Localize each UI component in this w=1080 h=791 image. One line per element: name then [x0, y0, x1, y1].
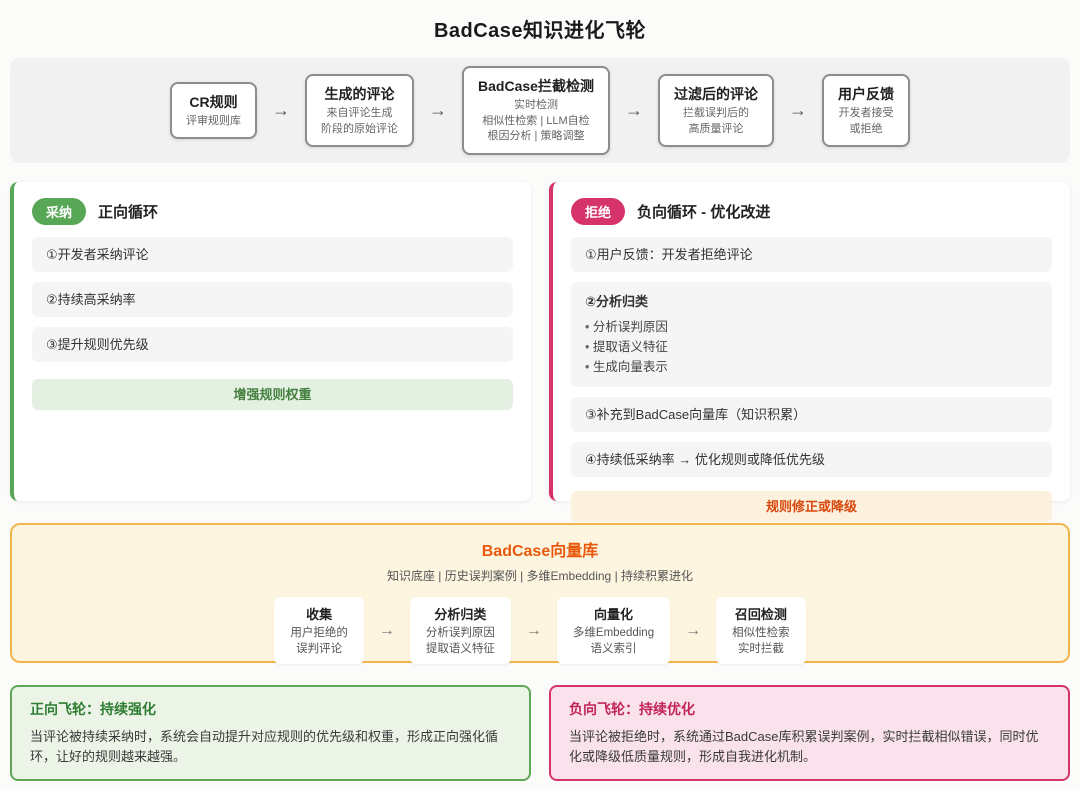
list-item: ②持续高采纳率: [32, 282, 513, 317]
negative-note-body: 当评论被拒绝时，系统通过BadCase库积累误判案例，实时拦截相似错误，同时优化…: [569, 729, 1039, 765]
flow-node-line: 开发者接受: [838, 107, 894, 120]
negative-note-title: 负向飞轮：持续优化: [569, 701, 695, 717]
arrow-right-icon: →: [788, 100, 807, 120]
top-flow-band: CR规则 评审规则库 → 生成的评论 来自评论生成 阶段的原始评论 → BadC…: [10, 58, 1070, 163]
list-item: ④持续低采纳率 → 优化规则或降低优先级: [571, 441, 1052, 477]
vector-node-title: 召回检测: [734, 607, 787, 622]
list-item: ③提升规则优先级: [32, 327, 513, 362]
vector-library-flow: 收集 用户拒绝的 误判评论 → 分析归类 分析误判原因 提取语义特征 → 向量化…: [26, 597, 1054, 665]
vector-node-line: 相似性检索: [732, 627, 790, 639]
flow-node-line: 评审规则库: [186, 114, 242, 127]
analysis-item-title: ②分析归类: [585, 294, 649, 309]
flow-node-title: 过滤后的评论: [673, 86, 758, 103]
flow-node-line: 拦截误判后的: [682, 107, 749, 120]
middle-row: 采纳 正向循环 ①开发者采纳评论 ②持续高采纳率 ③提升规则优先级 增强规则权重…: [10, 182, 1070, 522]
flow-node-filtered-comments: 过滤后的评论 拦截误判后的 高质量评论: [657, 74, 774, 147]
flow-node-badcase-detection: BadCase拦截检测 实时检测 相似性检索 | LLM自检 根因分析 | 策略…: [462, 66, 610, 155]
flow-node-line: 根因分析 | 策略调整: [487, 130, 585, 143]
flow-node-line: 实时检测: [513, 99, 558, 112]
vector-node-line: 多维Embedding: [572, 627, 655, 639]
vector-node-title: 向量化: [593, 607, 633, 622]
flow-node-title: 生成的评论: [324, 86, 395, 103]
list-item: ③补充到BadCase向量库（知识积累）: [571, 396, 1052, 432]
list-item: ①用户反馈：开发者拒绝评论: [571, 237, 1052, 272]
negative-panel-title: 负向循环 - 优化改进: [637, 204, 771, 221]
negative-cycle-panel: 拒绝 负向循环 - 优化改进 ①用户反馈：开发者拒绝评论 ②分析归类 分析误判原…: [549, 182, 1070, 522]
flow-node-line: 高质量评论: [688, 122, 744, 135]
vector-node-line: 误判评论: [296, 643, 343, 656]
enhance-rule-weight-bar: 增强规则权重: [32, 379, 513, 410]
vector-library-subtitle: 知识底座 | 历史误判案例 | 多维Embedding | 持续积累进化: [386, 569, 694, 583]
flow-node-user-feedback: 用户反馈 开发者接受 或拒绝: [821, 74, 910, 147]
accept-badge: 采纳: [32, 198, 87, 225]
badcase-vector-library-panel: BadCase向量库 知识底座 | 历史误判案例 | 多维Embedding |…: [10, 523, 1070, 665]
arrow-right-icon: →: [624, 100, 643, 120]
negative-panel-header: 拒绝 负向循环 - 优化改进: [571, 198, 1052, 225]
list-item: ①开发者采纳评论: [32, 237, 513, 272]
arrow-right-icon: →: [525, 621, 542, 639]
flow-node-line: 阶段的原始评论: [321, 122, 399, 135]
vector-node-line: 提取语义特征: [425, 643, 495, 656]
vector-node-vectorize: 向量化 多维Embedding 语义索引: [556, 597, 671, 665]
positive-cycle-panel: 采纳 正向循环 ①开发者采纳评论 ②持续高采纳率 ③提升规则优先级 增强规则权重: [10, 182, 531, 501]
positive-panel-title: 正向循环: [98, 204, 159, 221]
vector-node-title: 收集: [306, 607, 333, 622]
flow-node-generated-comments: 生成的评论 来自评论生成 阶段的原始评论: [305, 74, 415, 147]
analysis-bullet-list: 分析误判原因 提取语义特征 生成向量表示: [585, 317, 1038, 377]
arrow-right-icon: →: [429, 100, 448, 120]
positive-note-body: 当评论被持续采纳时，系统会自动提升对应规则的优先级和权重，形成正向强化循环，让好…: [30, 729, 499, 765]
arrow-right-icon: →: [272, 100, 291, 120]
analysis-classification-item: ②分析归类 分析误判原因 提取语义特征 生成向量表示: [571, 282, 1052, 387]
flow-node-title: BadCase拦截检测: [478, 78, 594, 95]
flow-node-title: CR规则: [189, 93, 238, 110]
vector-node-line: 语义索引: [590, 643, 637, 656]
vector-node-title: 分析归类: [434, 607, 487, 622]
flow-node-cr-rules: CR规则 评审规则库: [170, 81, 258, 140]
arrow-right-icon: →: [685, 621, 702, 639]
bullet-item: 分析误判原因: [585, 317, 1038, 337]
bullet-item: 生成向量表示: [585, 357, 1038, 377]
bullet-item: 提取语义特征: [585, 337, 1038, 357]
flow-node-line: 来自评论生成: [326, 107, 393, 120]
vector-library-title: BadCase向量库: [481, 543, 599, 560]
arrow-right-icon: →: [378, 621, 395, 639]
page-title: BadCase知识进化飞轮: [433, 20, 647, 42]
negative-flywheel-note: 负向飞轮：持续优化 当评论被拒绝时，系统通过BadCase库积累误判案例，实时拦…: [549, 685, 1070, 782]
flow-node-line: 或拒绝: [849, 122, 883, 135]
flow-node-line: 相似性检索 | LLM自检: [482, 114, 590, 127]
positive-note-title: 正向飞轮：持续强化: [30, 701, 156, 717]
vector-node-line: 分析误判原因: [425, 627, 495, 639]
positive-flywheel-note: 正向飞轮：持续强化 当评论被持续采纳时，系统会自动提升对应规则的优先级和权重，形…: [10, 685, 531, 782]
vector-node-collect: 收集 用户拒绝的 误判评论: [274, 597, 364, 665]
flow-node-title: 用户反馈: [837, 86, 894, 103]
vector-node-line: 实时拦截: [737, 643, 784, 656]
rule-fix-or-downgrade-bar: 规则修正或降级: [571, 490, 1052, 522]
vector-node-line: 用户拒绝的: [290, 627, 348, 639]
positive-panel-header: 采纳 正向循环: [32, 198, 513, 225]
vector-node-analyze: 分析归类 分析误判原因 提取语义特征: [409, 597, 511, 665]
reject-badge: 拒绝: [571, 198, 626, 225]
vector-node-recall-detect: 召回检测 相似性检索 实时拦截: [716, 597, 806, 665]
bottom-row: 正向飞轮：持续强化 当评论被持续采纳时，系统会自动提升对应规则的优先级和权重，形…: [10, 685, 1070, 782]
